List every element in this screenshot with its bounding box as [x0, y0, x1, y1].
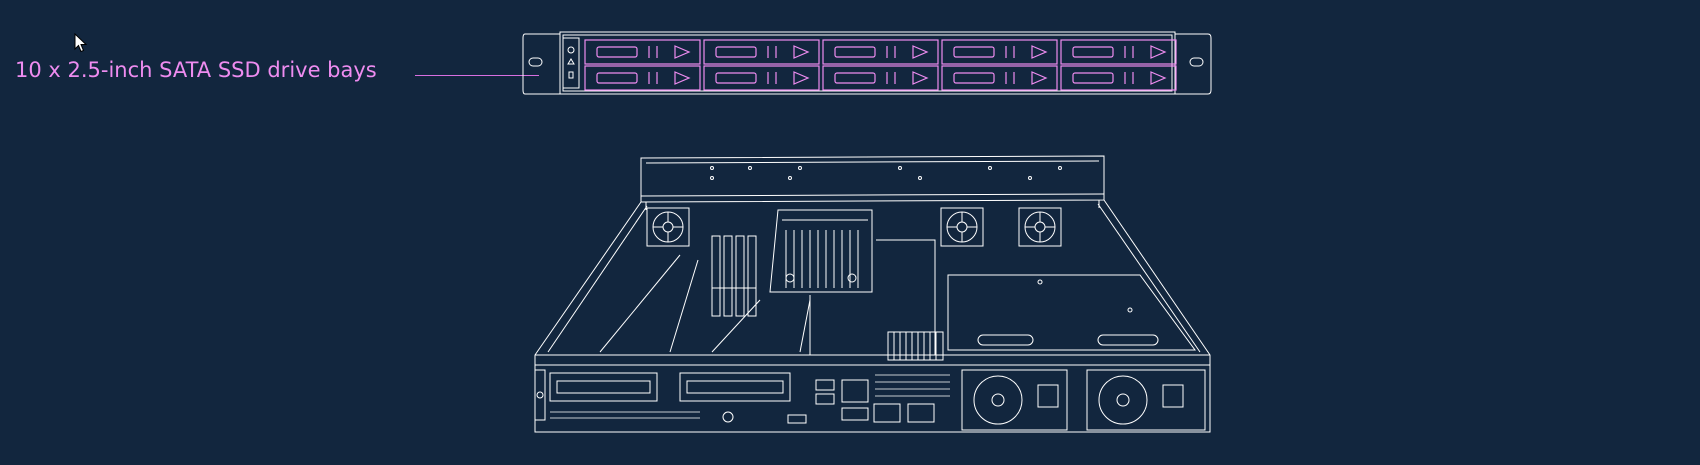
- psu-cage: [947, 274, 1196, 351]
- drive-bays-callout-label: 10 x 2.5-inch SATA SSD drive bays: [15, 58, 377, 82]
- memory-modules: [711, 235, 757, 317]
- server-front-view: [522, 31, 1212, 95]
- fan-3: [1018, 207, 1062, 247]
- drive-bay: [584, 39, 701, 65]
- drive-bay: [1060, 65, 1177, 91]
- cpu-heatsink: [769, 209, 873, 293]
- drive-bays-callout-line: [415, 75, 539, 76]
- fan-1: [646, 207, 690, 247]
- server-rear-view: [534, 155, 1211, 433]
- drive-bay: [822, 39, 939, 65]
- drive-bay: [1060, 39, 1177, 65]
- io-ports: [722, 379, 935, 424]
- drive-bay: [584, 65, 701, 91]
- drive-bay: [941, 39, 1058, 65]
- drive-bay: [941, 65, 1058, 91]
- pcie-slot-2: [679, 372, 791, 402]
- pcie-slot-1: [549, 372, 658, 402]
- vent-mesh: [550, 374, 950, 419]
- drive-bay: [822, 65, 939, 91]
- drive-bay: [703, 65, 820, 91]
- drive-bays: [584, 39, 1177, 91]
- top-panel-holes: [710, 166, 1062, 180]
- fan-2: [940, 207, 984, 247]
- mouse-pointer-icon: [74, 33, 88, 53]
- drive-bay: [703, 39, 820, 65]
- psu-1: [961, 369, 1068, 431]
- psu-2: [1086, 369, 1206, 431]
